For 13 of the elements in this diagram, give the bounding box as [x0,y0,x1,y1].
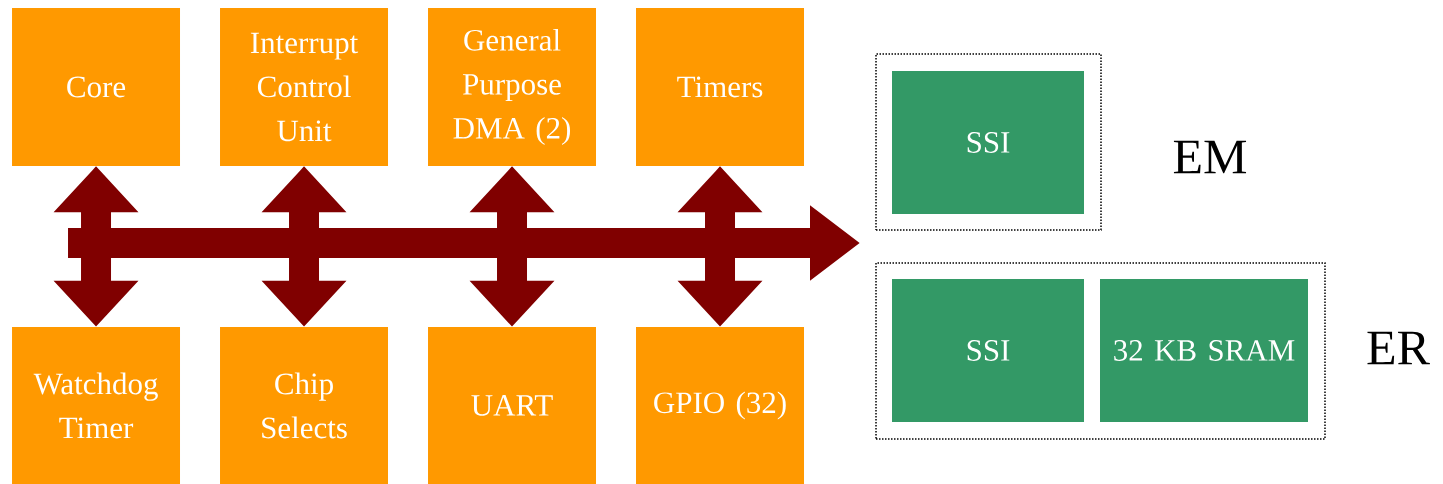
memory-block: SSI [892,71,1084,214]
peripheral-box: Interrupt Control Unit [220,8,388,166]
peripheral-box: Watchdog Timer [12,327,180,484]
group-label: ER [1367,331,1430,365]
peripheral-box: UART [428,327,596,484]
peripheral-box: Core [12,8,180,166]
memory-block: 32 KB SRAM [1100,279,1308,422]
group-label: EM [1173,140,1247,174]
peripheral-box: GPIO (32) [636,327,804,484]
peripheral-box: Timers [636,8,804,166]
peripheral-box: Chip Selects [220,327,388,484]
peripheral-box: General Purpose DMA (2) [428,8,596,166]
memory-block: SSI [892,279,1084,422]
